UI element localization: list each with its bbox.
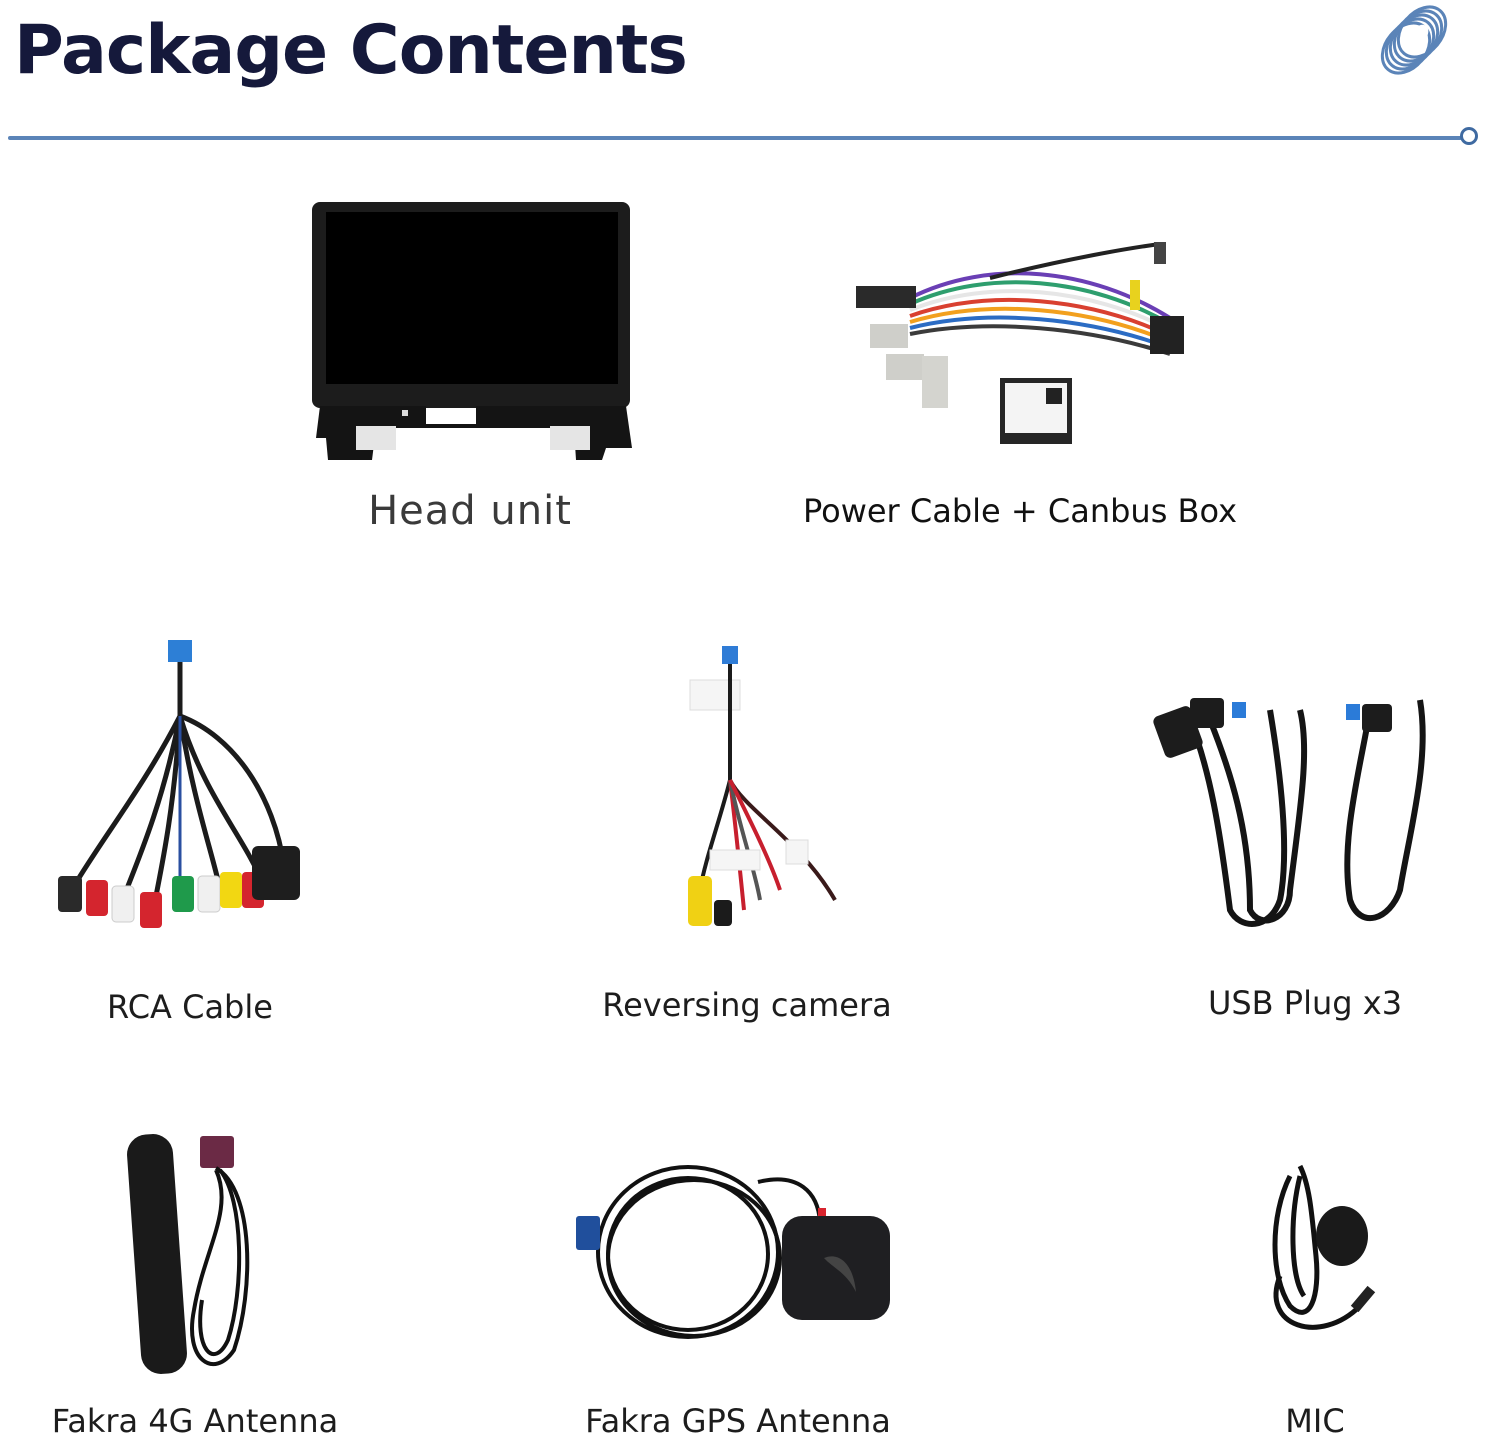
item-label-fakra-4g: Fakra 4G Antenna xyxy=(51,1402,339,1440)
item-label-power-cable: Power Cable + Canbus Box xyxy=(802,492,1238,530)
microphone-image xyxy=(1272,1164,1376,1330)
coil-spring-icon xyxy=(1380,5,1448,75)
reversing-camera-cable-image xyxy=(688,646,837,926)
fakra-4g-antenna-image xyxy=(127,1134,250,1374)
head-unit-image xyxy=(312,202,632,460)
page-title: Package Contents xyxy=(14,11,688,90)
item-label-rca-cable: RCA Cable xyxy=(107,988,273,1026)
fakra-gps-antenna-image xyxy=(576,1165,890,1339)
item-label-usb-plug: USB Plug x3 xyxy=(1207,984,1403,1022)
header-divider xyxy=(8,136,1462,140)
rca-cable-image xyxy=(58,640,300,928)
usb-plug-image xyxy=(1153,698,1426,927)
item-label-fakra-gps: Fakra GPS Antenna xyxy=(585,1402,891,1440)
power-cable-canbus-image xyxy=(856,242,1184,444)
divider-endpoint-dot xyxy=(1460,127,1478,145)
item-label-head-unit: Head unit xyxy=(368,488,572,534)
item-label-reversing-camera: Reversing camera xyxy=(602,986,892,1024)
item-label-mic: MIC xyxy=(1285,1402,1345,1440)
